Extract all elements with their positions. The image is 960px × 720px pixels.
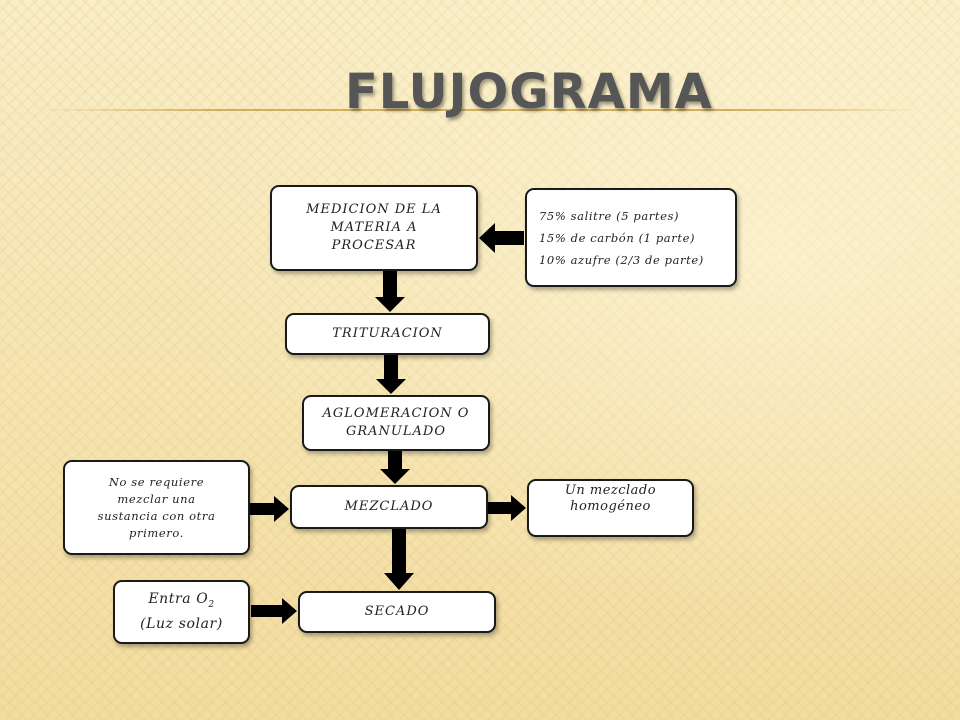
trituracion-label: TRITURACION [332,326,443,341]
entra-o2-box: Entra O2 (Luz solar) [113,580,250,644]
medicion-box: MEDICION DE LA MATERIA A PROCESAR [270,185,478,271]
resultado-line-2: homogéneo [570,499,651,514]
title-underline [40,109,920,111]
aglomeracion-line-2: GRANULADO [346,424,446,439]
nota-mezcla-box: No se requiere mezclar una sustancia con… [63,460,250,555]
resultado-box: Un mezclado homogéneo [527,479,694,537]
entra-o2-subscript: 2 [208,599,215,610]
secado-label: SECADO [364,604,430,619]
entra-o2-line-2: (Luz solar) [140,615,223,632]
arrow-mezclado-secado [384,529,414,590]
secado-box: SECADO [298,591,496,633]
medicion-line-3: PROCESAR [331,238,417,253]
arrow-proporciones-medicion [479,223,524,253]
trituracion-box: TRITURACION [285,313,490,355]
nota-line-4: primero. [129,525,184,540]
nota-line-1: No se requiere [108,474,205,489]
entra-o2-line-1: Entra O2 [148,590,214,615]
arrow-medicion-trituracion [375,271,405,312]
mezclado-box: MEZCLADO [290,485,488,529]
aglomeracion-box: AGLOMERACION O GRANULADO [302,395,490,451]
mezclado-label: MEZCLADO [344,499,434,514]
aglomeracion-line-1: AGLOMERACION O [322,406,470,421]
proporciones-box: 75% salitre (5 partes) 15% de carbón (1 … [525,188,737,287]
resultado-line-1: Un mezclado [564,483,657,498]
arrow-trituracion-aglomeracion [376,355,406,394]
arrow-entra-secado [251,598,297,624]
entra-o2-text: Entra O [148,591,209,608]
arrow-mezclado-resultado [488,495,526,521]
medicion-line-2: MATERIA A [330,220,418,235]
medicion-line-1: MEDICION DE LA [306,202,442,217]
nota-line-3: sustancia con otra [97,508,216,523]
proporcion-azufre: 10% azufre (2/3 de parte) [539,252,704,267]
nota-line-2: mezclar una [117,491,196,506]
proporcion-carbon: 15% de carbón (1 parte) [539,230,696,245]
proporcion-salitre: 75% salitre (5 partes) [539,208,680,223]
arrow-aglomeracion-mezclado [380,451,410,484]
arrow-nota-mezclado [250,496,289,522]
page-title: FLUJOGRAMA [345,64,713,120]
